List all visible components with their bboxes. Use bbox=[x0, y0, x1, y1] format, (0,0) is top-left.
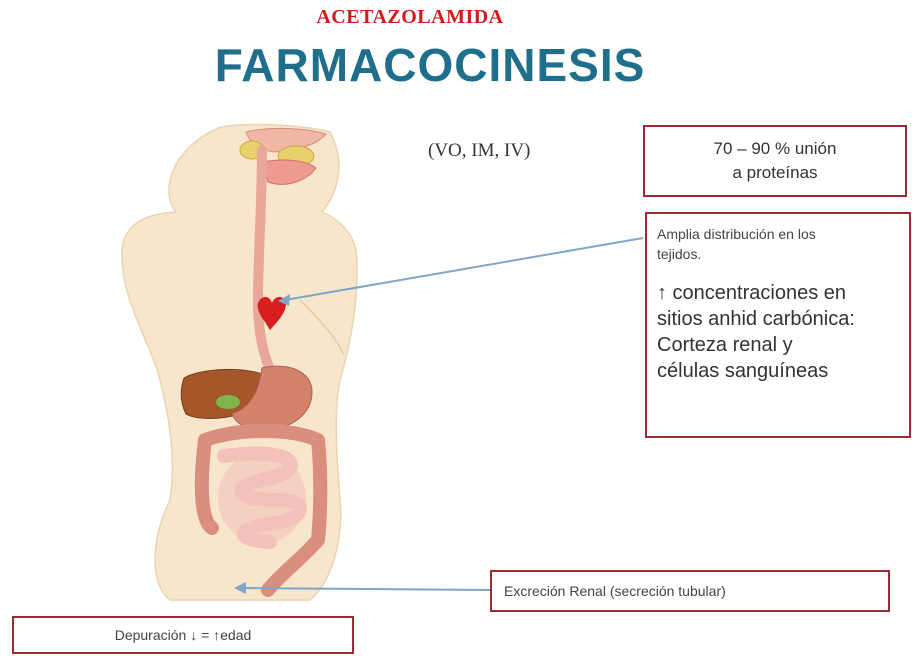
concentration-line2: sitios anhid carbónica: bbox=[657, 306, 901, 332]
concentration-line1: ↑ concentraciones en bbox=[657, 280, 901, 306]
protein-binding-line1: 70 – 90 % unión bbox=[645, 137, 905, 161]
excretion-box: Excreción Renal (secreción tubular) bbox=[490, 570, 890, 612]
distribution-line2: tejidos. bbox=[657, 244, 901, 264]
clearance-label: Depuración ↓ = ↑edad bbox=[115, 627, 252, 643]
distribution-line1: Amplia distribución en los bbox=[657, 224, 901, 244]
concentration-line4: células sanguíneas bbox=[657, 358, 901, 384]
concentration-line3: Corteza renal y bbox=[657, 332, 901, 358]
small-intestine bbox=[218, 452, 306, 544]
clearance-box: Depuración ↓ = ↑edad bbox=[12, 616, 354, 654]
protein-binding-line2: a proteínas bbox=[645, 161, 905, 185]
routes-label: (VO, IM, IV) bbox=[428, 140, 530, 162]
protein-binding-box: 70 – 90 % unión a proteínas bbox=[643, 125, 907, 197]
subtitle: ACETAZOLAMIDA bbox=[0, 6, 820, 29]
excretion-label: Excreción Renal (secreción tubular) bbox=[504, 583, 726, 599]
gallbladder bbox=[216, 395, 240, 409]
page-title: FARMACOCINESIS bbox=[0, 38, 860, 92]
distribution-box: Amplia distribución en los tejidos. ↑ co… bbox=[645, 212, 911, 438]
